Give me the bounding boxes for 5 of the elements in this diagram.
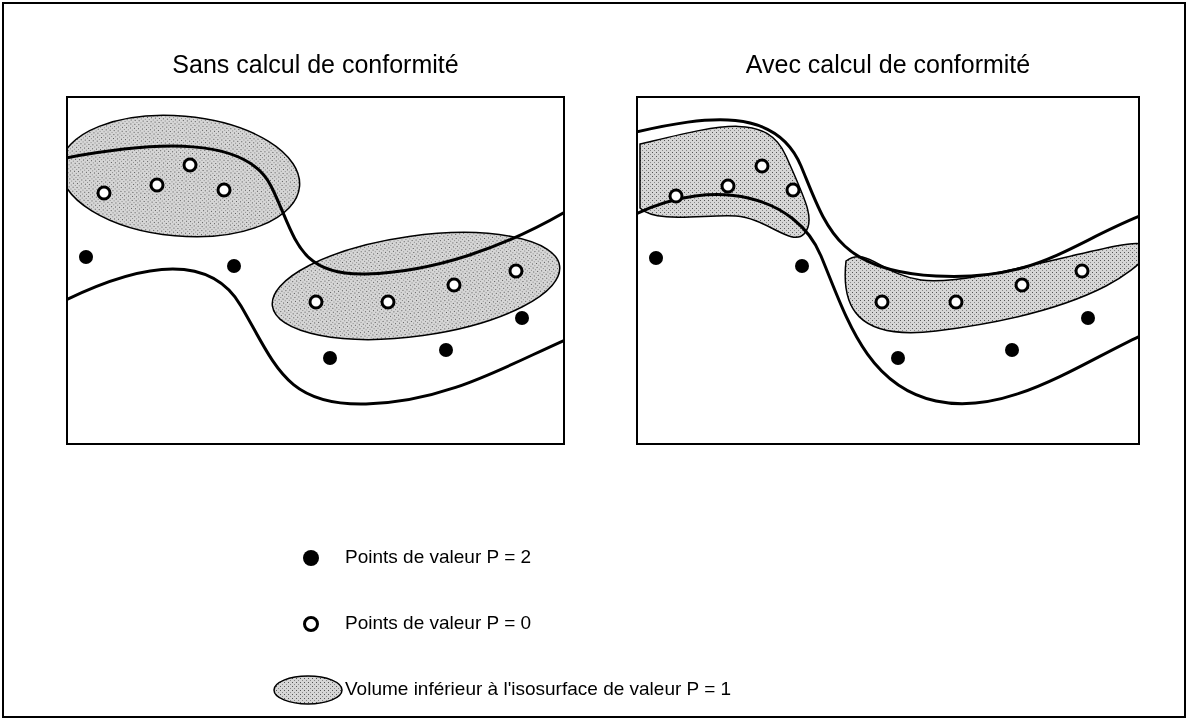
legend-label: Points de valeur P = 0 <box>345 612 532 634</box>
panel-title: Sans calcul de conformité <box>171 50 460 79</box>
panel-title: Avec calcul de conformité <box>744 50 1032 79</box>
legend-label: Points de valeur P = 2 <box>345 546 532 568</box>
legend-label: Volume inférieur à l'isosurface de valeur P = 1 <box>345 678 732 700</box>
